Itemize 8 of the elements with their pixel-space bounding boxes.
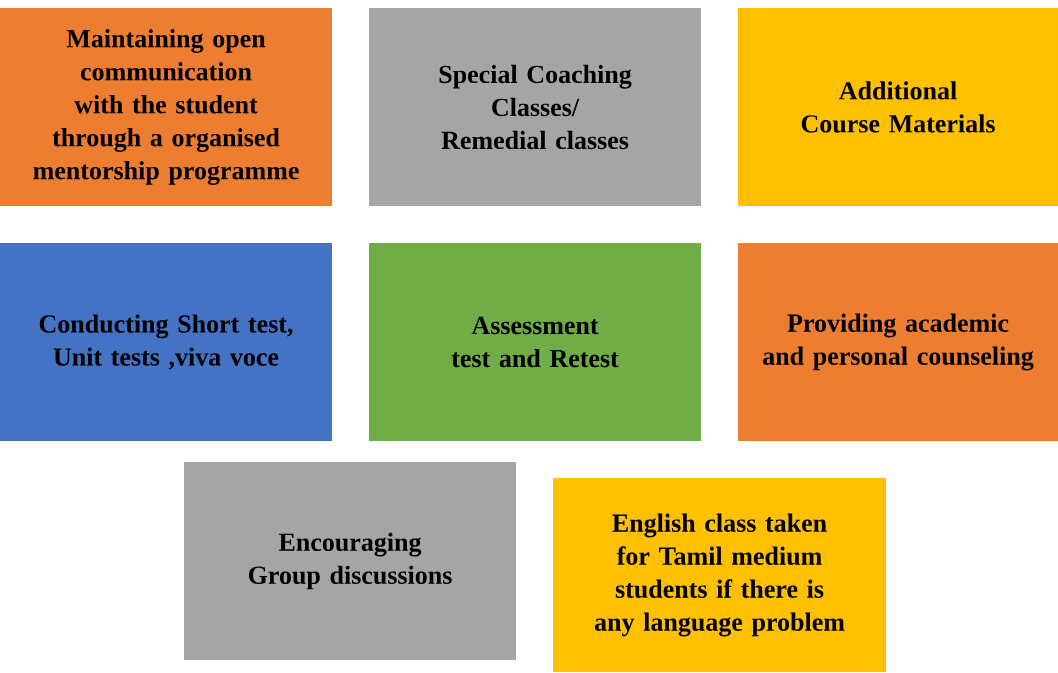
text-box: Encouraging Group discussions <box>184 462 516 660</box>
text-box: English class taken for Tamil medium students if there is any language problem <box>553 478 886 672</box>
text-box: Assessment test and Retest <box>369 243 701 441</box>
text-box: Providing academic and personal counseling <box>738 243 1058 441</box>
text-box: Additional Course Materials <box>738 8 1058 206</box>
text-box: Conducting Short test, Unit tests ,viva voce <box>0 243 332 441</box>
text-box: Maintaining open communication with the student through a organised mentorship programme <box>0 8 332 206</box>
text-box: Special Coaching Classes/ Remedial classes <box>369 8 701 206</box>
